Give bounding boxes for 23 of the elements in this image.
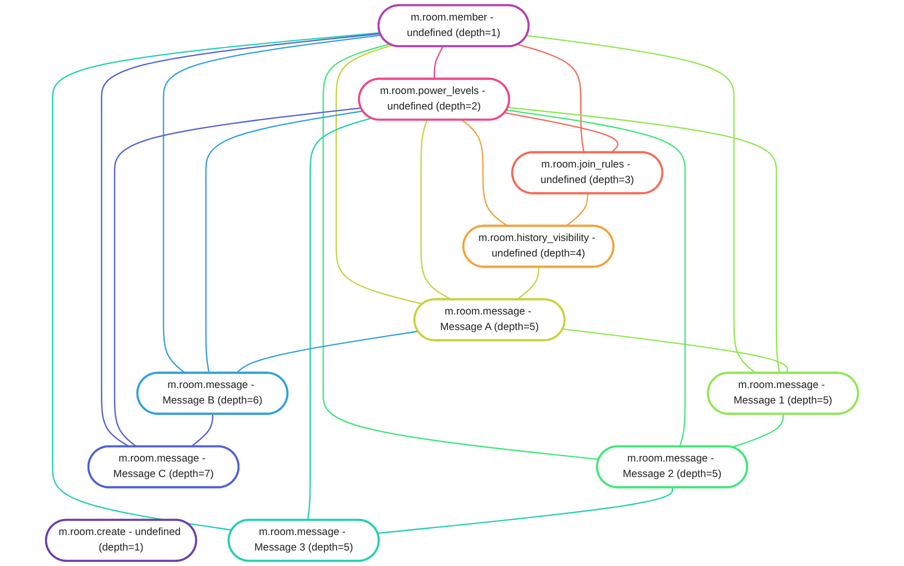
connector	[566, 194, 588, 227]
connector	[504, 112, 618, 154]
connector	[508, 106, 780, 374]
connector	[190, 414, 214, 448]
connector	[732, 414, 784, 448]
connector	[100, 33, 380, 448]
connector	[114, 107, 362, 448]
connector	[506, 109, 686, 447]
connector	[420, 120, 452, 300]
connector	[52, 32, 380, 531]
connector	[434, 46, 444, 80]
connector	[526, 34, 756, 374]
connector	[236, 330, 418, 374]
connector	[205, 110, 363, 374]
connector	[562, 328, 788, 374]
connector	[307, 118, 372, 520]
connector	[461, 120, 508, 227]
connector	[162, 34, 382, 374]
connector	[322, 43, 599, 460]
connector	[378, 488, 674, 534]
connector	[517, 44, 585, 153]
connector	[336, 44, 423, 305]
connector	[516, 267, 540, 300]
